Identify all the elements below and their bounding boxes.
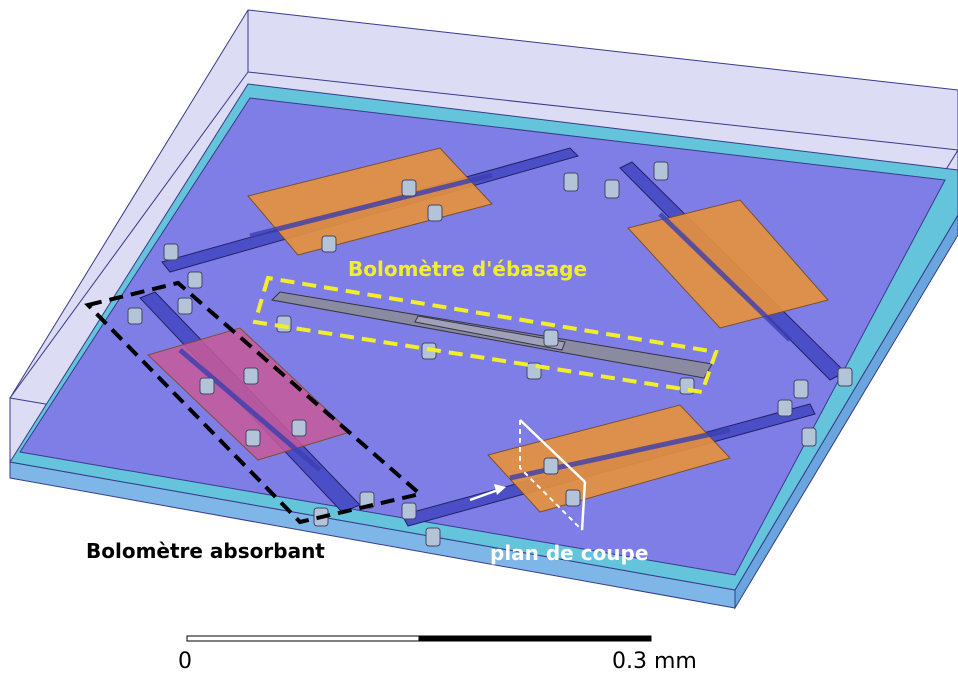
label-ebasage: Bolomètre d'ébasage <box>348 257 587 281</box>
scale-start: 0 <box>178 649 192 673</box>
scale-end: 0.3 mm <box>612 649 697 673</box>
ebasage-bolometer <box>270 291 713 379</box>
ebasage-dashed-box <box>252 275 719 395</box>
absorbant-dashed-box <box>84 280 425 525</box>
section-arrow <box>469 488 499 502</box>
section-plane <box>469 419 587 531</box>
absorber-top <box>247 147 493 256</box>
label-absorbant: Bolomètre absorbant <box>86 539 325 563</box>
label-plan-de-coupe: plan de coupe <box>490 541 648 565</box>
scale-bar: 0 0.3 mm <box>178 635 697 673</box>
